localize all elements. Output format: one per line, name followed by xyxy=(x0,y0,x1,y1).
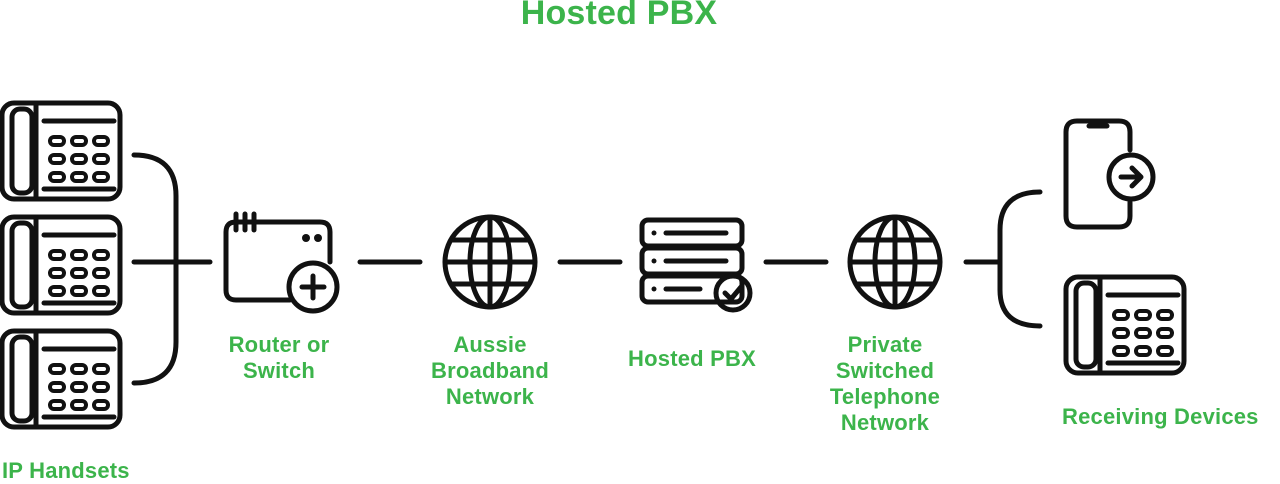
label-hosted-pbx: Hosted PBX xyxy=(628,346,756,371)
aussie-globe-icon xyxy=(445,217,535,307)
label-line: Broadband xyxy=(431,358,549,383)
label-line: Switch xyxy=(242,358,316,383)
diagram-title: Hosted PBX xyxy=(520,0,718,32)
label-line: Switched xyxy=(835,358,935,383)
label-line: Aussie xyxy=(453,332,527,357)
pstn-globe-icon xyxy=(850,217,940,307)
label-receiving-devices: Receiving Devices xyxy=(1062,404,1259,429)
label-pstn: Private Switched Telephone Network xyxy=(830,332,940,436)
label-line: Private xyxy=(847,332,923,357)
label-line: Telephone xyxy=(829,384,941,409)
ip-handset-3-icon xyxy=(2,331,120,427)
server-check-icon xyxy=(639,217,753,313)
label-line: Router or xyxy=(228,332,330,357)
ip-handset-2-icon xyxy=(2,217,120,313)
label-line: Network xyxy=(840,410,930,435)
mobile-forward-icon xyxy=(1063,118,1156,230)
devices-bracket xyxy=(997,189,1043,329)
label-line: Network xyxy=(445,384,535,409)
label-ip-handsets: IP Handsets xyxy=(2,458,130,483)
ip-handset-1-icon xyxy=(2,103,120,199)
receiving-desk-phone-icon xyxy=(1066,277,1184,373)
router-plus-icon xyxy=(223,211,340,314)
label-aussie: Aussie Broadband Network xyxy=(431,332,549,410)
handsets-bracket xyxy=(131,152,179,386)
label-router: Router or Switch xyxy=(229,332,330,384)
